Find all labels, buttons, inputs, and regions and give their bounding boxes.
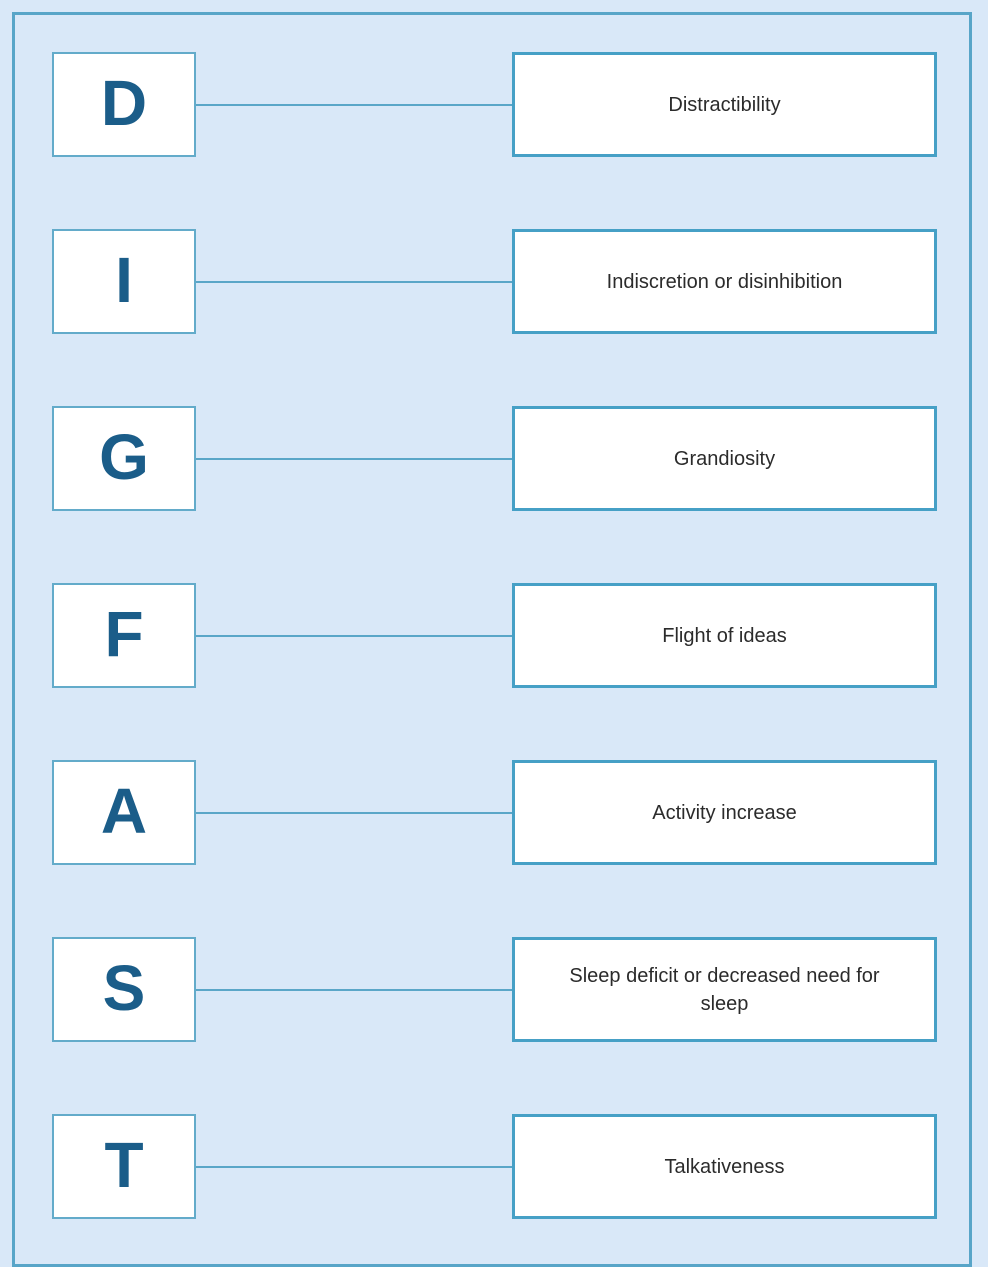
mnemonic-label: Flight of ideas bbox=[662, 624, 787, 647]
connector-line bbox=[196, 1165, 512, 1168]
mnemonic-label: Sleep deficit or decreased need for slee… bbox=[569, 964, 880, 1015]
mnemonic-letter: T bbox=[104, 1128, 144, 1201]
diagram-frame: D Distractibility I Indiscretion or disi… bbox=[12, 12, 972, 1267]
mnemonic-row-d: D Distractibility bbox=[52, 52, 937, 157]
mnemonic-row-g: G Grandiosity bbox=[52, 406, 937, 511]
label-box-a: Activity increase bbox=[512, 760, 937, 865]
label-box-g: Grandiosity bbox=[512, 406, 937, 511]
letter-box-f: F bbox=[52, 583, 196, 688]
mnemonic-row-t: T Talkativeness bbox=[52, 1114, 937, 1219]
label-box-t: Talkativeness bbox=[512, 1114, 937, 1219]
connector-line bbox=[196, 634, 512, 637]
letter-box-s: S bbox=[52, 937, 196, 1042]
mnemonic-label: Distractibility bbox=[668, 93, 781, 116]
mnemonic-letter: I bbox=[115, 243, 133, 316]
mnemonic-letter: D bbox=[100, 66, 148, 139]
label-box-d: Distractibility bbox=[512, 52, 937, 157]
mnemonic-letter: S bbox=[102, 951, 146, 1024]
bottom-edge-strip bbox=[0, 1267, 988, 1280]
mnemonic-letter: A bbox=[100, 774, 148, 847]
mnemonic-label: Grandiosity bbox=[673, 447, 776, 470]
connector-line bbox=[196, 280, 512, 283]
letter-box-d: D bbox=[52, 52, 196, 157]
letter-box-g: G bbox=[52, 406, 196, 511]
mnemonic-letter: F bbox=[104, 597, 144, 670]
connector-line bbox=[196, 103, 512, 106]
letter-box-t: T bbox=[52, 1114, 196, 1219]
mnemonic-row-a: A Activity increase bbox=[52, 760, 937, 865]
connector-line bbox=[196, 457, 512, 460]
mnemonic-label: Talkativeness bbox=[664, 1155, 785, 1178]
letter-box-a: A bbox=[52, 760, 196, 865]
label-box-i: Indiscretion or disinhibition bbox=[512, 229, 937, 334]
connector-line bbox=[196, 988, 512, 991]
mnemonic-row-s: S Sleep deficit or decreased need for sl… bbox=[52, 937, 937, 1042]
label-box-f: Flight of ideas bbox=[512, 583, 937, 688]
mnemonic-label: Activity increase bbox=[652, 801, 797, 824]
letter-box-i: I bbox=[52, 229, 196, 334]
label-box-s: Sleep deficit or decreased need for slee… bbox=[512, 937, 937, 1042]
connector-line bbox=[196, 811, 512, 814]
mnemonic-row-i: I Indiscretion or disinhibition bbox=[52, 229, 937, 334]
mnemonic-row-f: F Flight of ideas bbox=[52, 583, 937, 688]
mnemonic-label: Indiscretion or disinhibition bbox=[606, 270, 843, 293]
mnemonic-letter: G bbox=[99, 420, 149, 493]
